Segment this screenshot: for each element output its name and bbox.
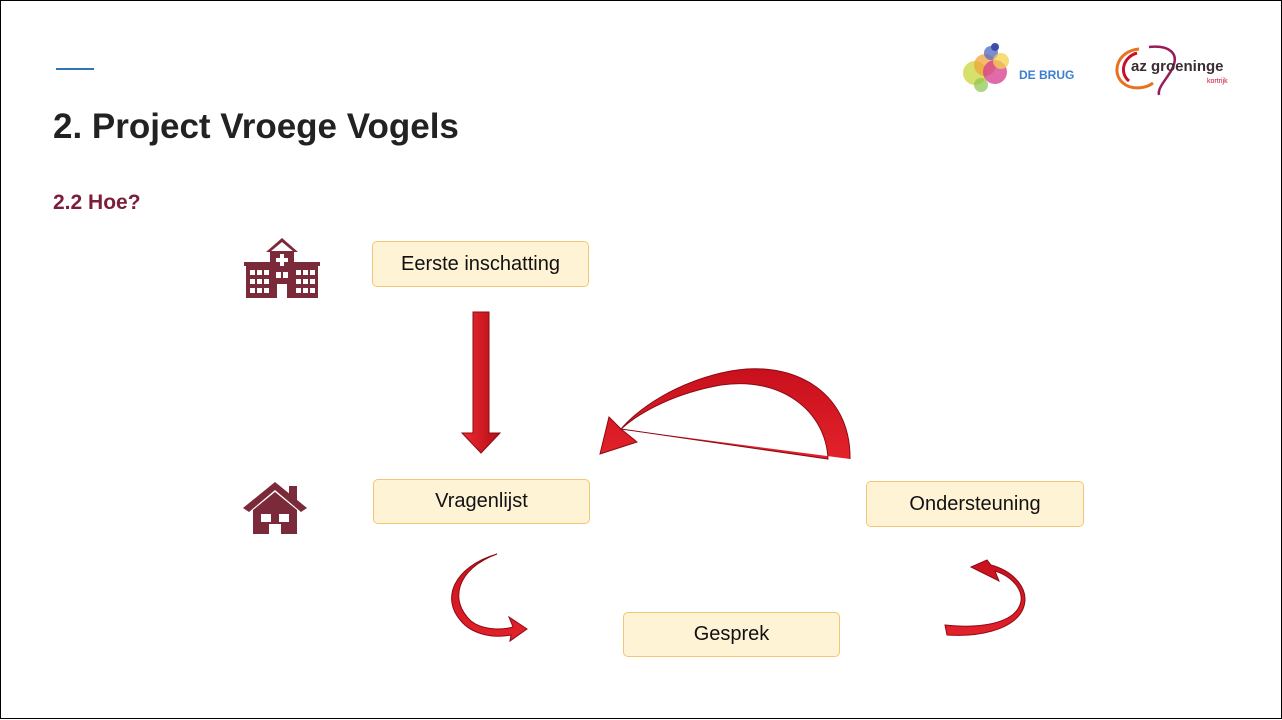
hospital-icon [244,238,320,298]
az-groeninge-logo: az groeninge kortrijk [1115,45,1228,96]
arrow-vragenlijst-to-gesprek [451,553,528,643]
arrow-ondersteuning-to-vragenlijst [599,368,851,460]
de-brug-text: DE BRUG [1019,68,1074,82]
az-logo-text: az groeninge [1131,58,1224,75]
slide-title: 2. Project Vroege Vogels [53,107,459,146]
accent-line [56,68,94,70]
arrow-down [460,311,502,454]
step-eerste-inschatting: Eerste inschatting [372,241,589,287]
arrow-gesprek-to-ondersteuning [944,559,1026,636]
step-gesprek: Gesprek [623,612,840,657]
slide-subtitle: 2.2 Hoe? [53,191,141,214]
az-logo-subtext: kortrijk [1207,78,1228,85]
step-vragenlijst: Vragenlijst [373,479,590,524]
house-icon [243,482,307,534]
step-ondersteuning: Ondersteuning [866,481,1084,527]
de-brug-logo: DE BRUG [963,43,1074,92]
